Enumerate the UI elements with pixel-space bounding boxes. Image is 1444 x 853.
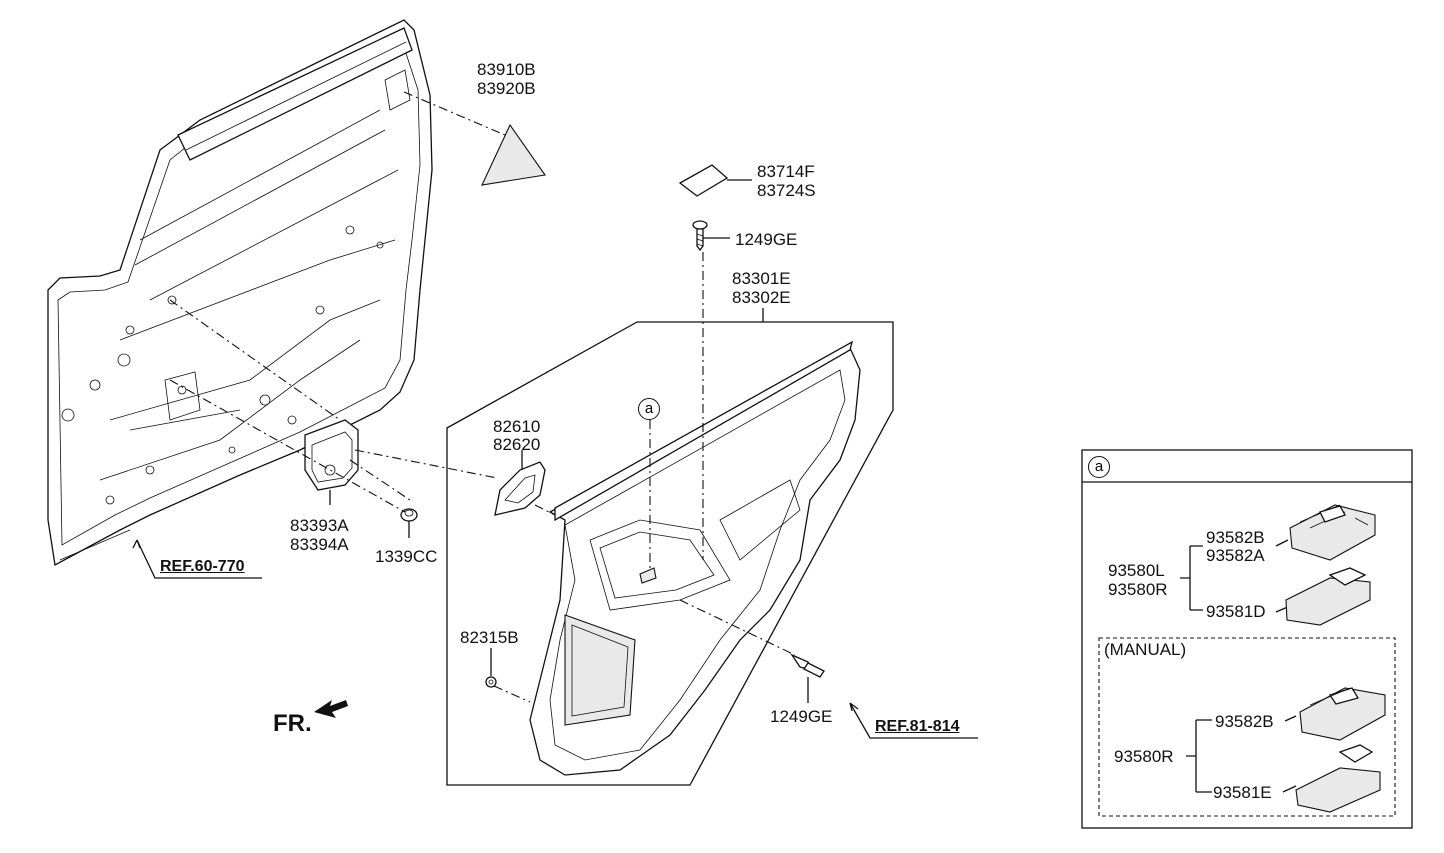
- inset-panel: [1081, 449, 1413, 829]
- front-mark-label: FR.: [273, 710, 312, 737]
- label-93582A: 93582A: [1206, 546, 1265, 565]
- inset-callout-a: a: [1088, 456, 1110, 478]
- label-83714F: 83714F: [757, 162, 815, 181]
- ref-trim-link[interactable]: REF.81-814: [875, 718, 960, 735]
- trim-clip-part: [485, 676, 497, 688]
- power-window-switch-sub: [1285, 567, 1371, 626]
- callout-a-marker: a: [638, 398, 660, 420]
- inner-handle-part: [494, 461, 546, 516]
- screw-top-part: [692, 220, 708, 252]
- label-82315B: 82315B: [460, 628, 519, 647]
- label-1249GE-top: 1249GE: [735, 230, 798, 249]
- triangle-cover-part: [481, 123, 546, 186]
- label-82620: 82620: [493, 435, 541, 454]
- label-93580R: 93580R: [1108, 580, 1168, 599]
- front-arrow-icon: [314, 700, 348, 718]
- label-83724S: 83724S: [757, 181, 816, 200]
- label-leaders: [132, 179, 978, 739]
- label-93580L: 93580L: [1108, 561, 1165, 580]
- ref-door-link[interactable]: REF.60-770: [160, 558, 245, 575]
- door-frame-drawing: [47, 19, 433, 567]
- label-manual-93582B: 93582B: [1215, 712, 1274, 731]
- label-1249GE-bottom: 1249GE: [770, 707, 833, 726]
- label-83301E: 83301E: [732, 269, 791, 288]
- dash-leaders: [169, 91, 796, 703]
- manual-switch-main: [1299, 687, 1386, 741]
- label-93582B: 93582B: [1206, 528, 1265, 547]
- label-83394A: 83394A: [290, 535, 349, 554]
- label-83302E: 83302E: [732, 288, 791, 307]
- pad-part: [678, 164, 729, 197]
- label-83910B: 83910B: [477, 60, 536, 79]
- label-83920B: 83920B: [477, 79, 536, 98]
- manual-title: (MANUAL): [1104, 640, 1187, 659]
- label-manual-93581E: 93581E: [1213, 783, 1272, 802]
- label-82610: 82610: [493, 417, 541, 436]
- label-83393A: 83393A: [290, 516, 349, 535]
- speaker-part: [304, 419, 359, 491]
- label-93581D: 93581D: [1206, 602, 1266, 621]
- label-1339CC: 1339CC: [375, 547, 438, 566]
- power-window-switch-main: [1289, 504, 1376, 561]
- screw-bottom-part: [790, 653, 825, 678]
- label-manual-93580R: 93580R: [1114, 747, 1174, 766]
- manual-switch-sub: [1295, 744, 1381, 813]
